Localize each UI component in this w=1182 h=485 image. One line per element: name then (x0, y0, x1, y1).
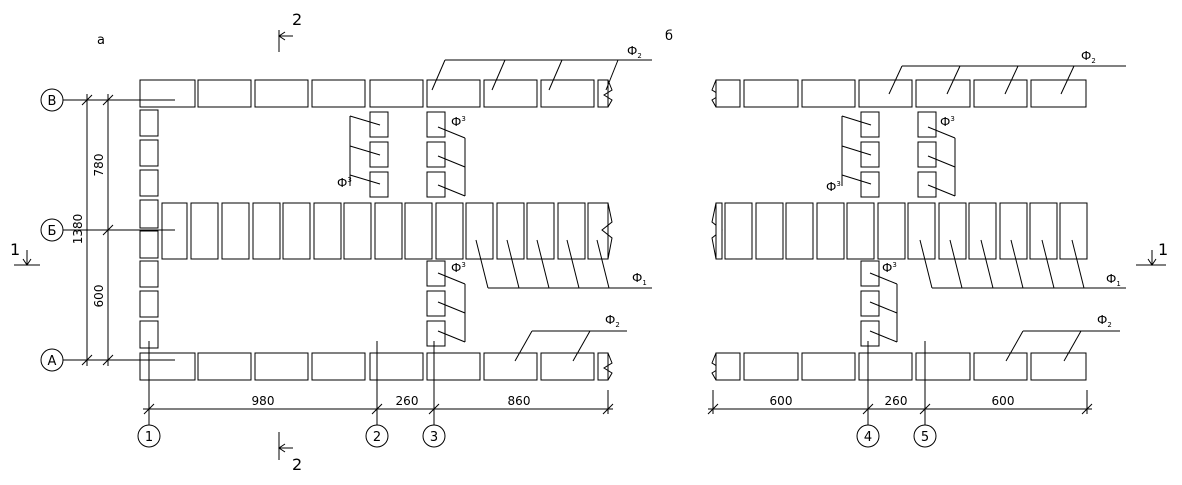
view-b: б (665, 29, 1168, 448)
svg-text:2: 2 (292, 455, 302, 474)
svg-text:5: 5 (921, 430, 929, 445)
reinforcement-leaders-a (349, 59, 652, 362)
svg-text:Б: Б (48, 224, 57, 239)
horizontal-dimensions-a: 980 260 860 (143, 390, 614, 415)
wall-top-b (711, 79, 1087, 108)
svg-text:Ф1: Ф1 (632, 271, 647, 287)
axis-marker-2: 2 (365, 424, 389, 448)
axis-lines-b (867, 341, 926, 425)
svg-text:4: 4 (864, 430, 872, 445)
axis-marker-B: Б (40, 218, 64, 242)
view-a-label: а (97, 33, 105, 48)
svg-text:Ф2: Ф2 (1081, 49, 1096, 65)
svg-text:1: 1 (10, 240, 20, 259)
svg-text:Ф2: Ф2 (627, 44, 642, 60)
wall-top-a (139, 79, 613, 108)
svg-text:600: 600 (92, 285, 106, 308)
reinforcement-leaders-b (841, 65, 1126, 362)
column-5-upper-b (917, 111, 937, 198)
wall-left-a (139, 109, 159, 349)
svg-text:260: 260 (885, 394, 908, 408)
svg-text:1: 1 (145, 430, 153, 445)
axis-marker-A: А (40, 348, 64, 372)
svg-text:600: 600 (770, 394, 793, 408)
svg-text:В: В (48, 94, 57, 109)
wall-middle-a (161, 202, 613, 260)
column-3-upper-a (426, 111, 446, 198)
svg-text:780: 780 (92, 154, 106, 177)
axis-marker-V: В (40, 88, 64, 112)
svg-text:2: 2 (373, 430, 381, 445)
svg-text:Ф3: Ф3 (882, 261, 897, 275)
column-3-lower-a (426, 260, 446, 347)
svg-text:Ф2: Ф2 (1097, 313, 1112, 329)
svg-text:Ф3: Ф3 (451, 115, 466, 129)
view-a: а (10, 10, 652, 474)
vertical-dimensions-a: 1380 780 600 (71, 94, 114, 366)
section-mark-1-right: 1 (1136, 240, 1168, 266)
svg-text:Ф2: Ф2 (605, 313, 620, 329)
svg-text:980: 980 (252, 394, 275, 408)
svg-text:600: 600 (992, 394, 1015, 408)
wall-bottom-b (711, 352, 1087, 381)
view-b-label: б (665, 29, 673, 44)
svg-text:А: А (48, 354, 57, 369)
wall-middle-b (711, 202, 1088, 260)
svg-text:Ф3: Ф3 (826, 180, 841, 194)
axis-marker-5: 5 (913, 424, 937, 448)
section-mark-2-bottom: 2 (278, 432, 302, 474)
wall-bottom-a (139, 352, 613, 381)
svg-text:Ф3: Ф3 (940, 115, 955, 129)
axis-marker-3: 3 (422, 424, 446, 448)
reinforcement-labels-a: Ф2 Ф3 Ф3 Ф3 Ф1 Ф2 (337, 44, 647, 329)
svg-text:Ф3: Ф3 (337, 176, 352, 190)
axis-marker-4: 4 (856, 424, 880, 448)
svg-text:1380: 1380 (71, 214, 85, 245)
svg-text:Ф1: Ф1 (1106, 272, 1121, 288)
svg-text:1: 1 (1158, 240, 1168, 259)
section-mark-2-top: 2 (278, 10, 302, 52)
section-mark-1-left: 1 (10, 240, 40, 266)
svg-text:860: 860 (508, 394, 531, 408)
reinforcement-labels-b: Ф2 Ф3 Ф3 Ф3 Ф1 Ф2 (826, 49, 1121, 329)
svg-text:Ф3: Ф3 (451, 261, 466, 275)
axis-lines-a (63, 99, 435, 425)
axis-marker-1: 1 (137, 424, 161, 448)
svg-text:3: 3 (430, 430, 438, 445)
svg-text:2: 2 (292, 10, 302, 29)
svg-text:260: 260 (396, 394, 419, 408)
horizontal-dimensions-b: 600 260 600 (707, 390, 1093, 415)
